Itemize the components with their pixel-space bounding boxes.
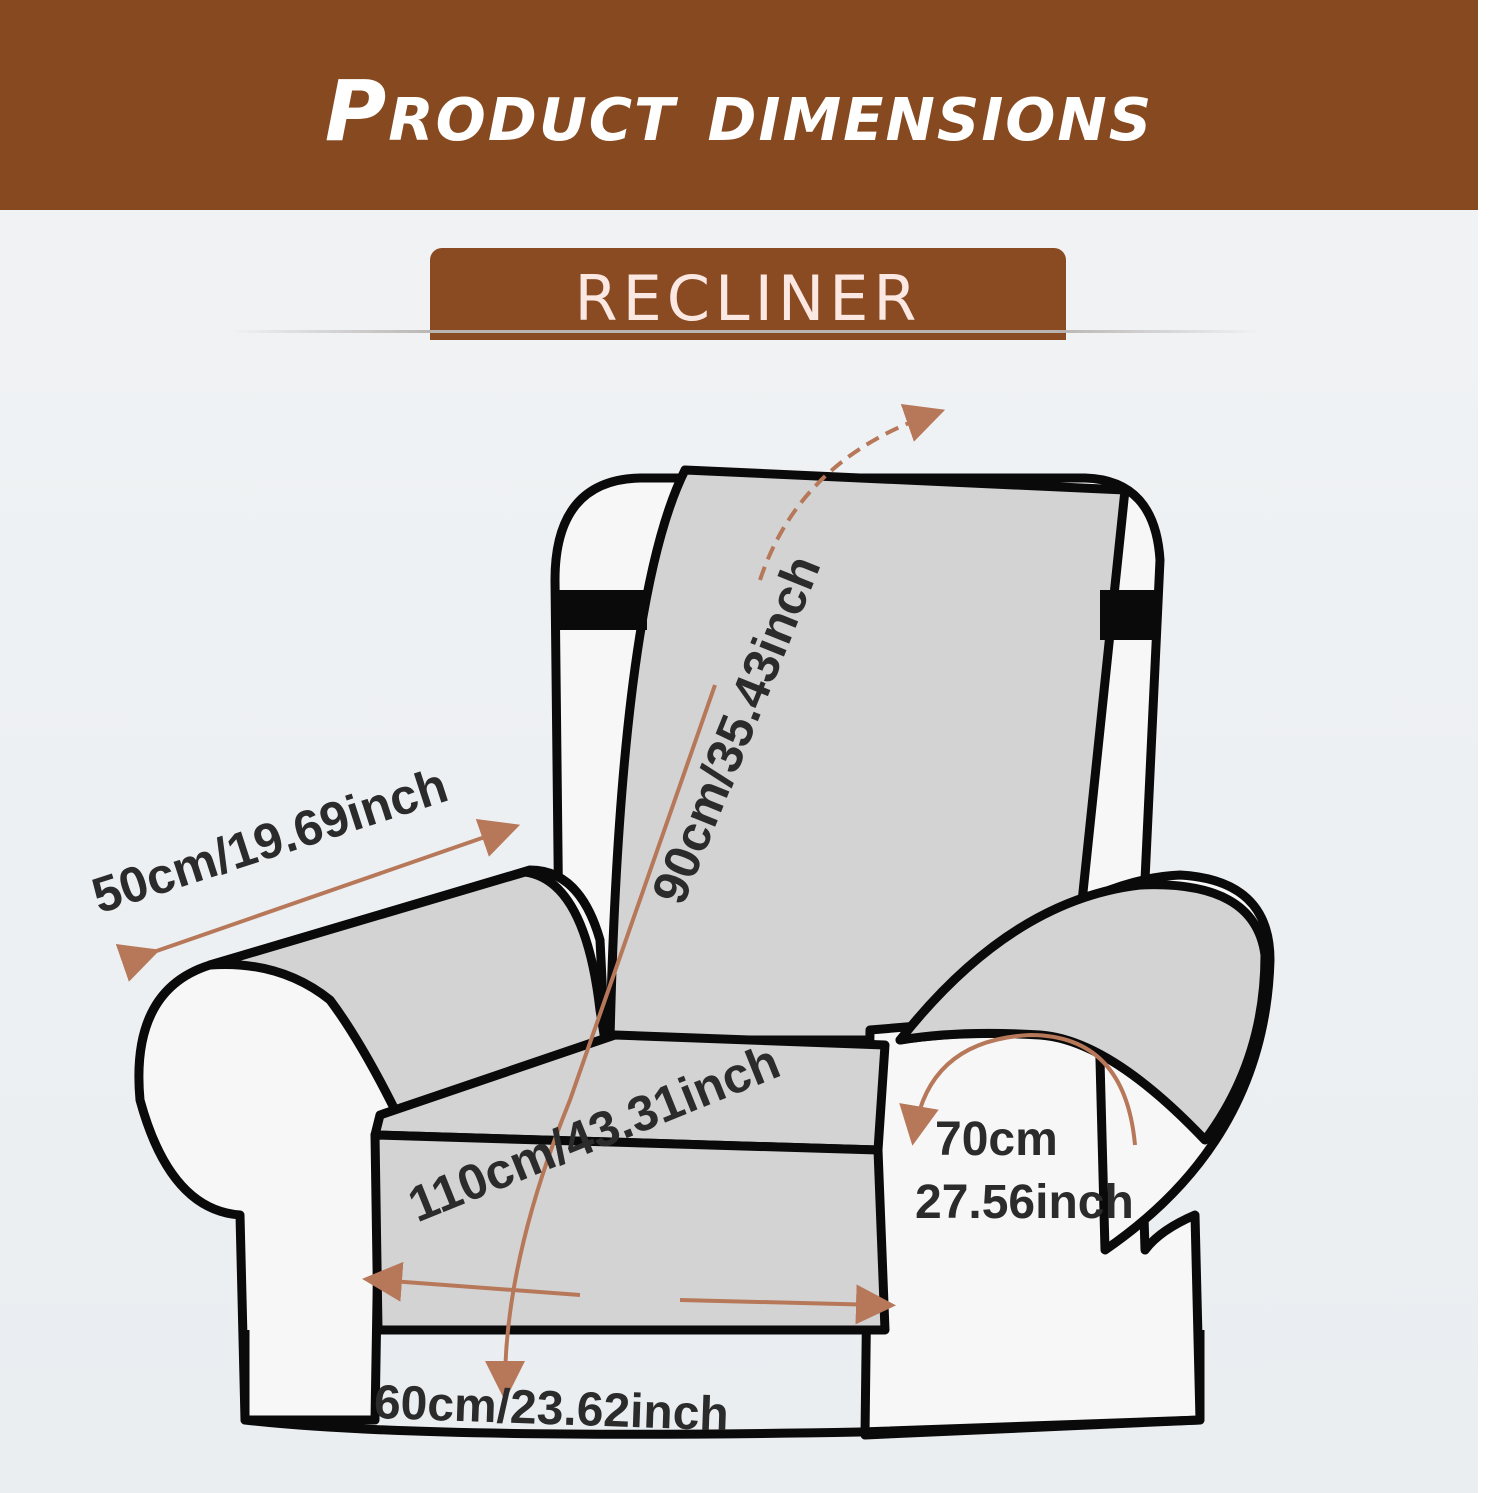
strap-left xyxy=(557,590,647,630)
arm-width-arrow xyxy=(115,818,521,982)
total-length-arrow xyxy=(485,684,717,1401)
strap-right xyxy=(1100,590,1160,630)
recliner-label-tab xyxy=(430,248,1066,340)
recliner-label-text: RECLINER xyxy=(574,262,922,335)
back-height-arrow xyxy=(758,403,946,581)
seat-width-arrow-left xyxy=(362,1261,581,1302)
label-underline xyxy=(230,330,1260,333)
header-banner xyxy=(0,0,1478,210)
right-border-strip xyxy=(1478,0,1500,1493)
arm-round-arrow xyxy=(899,1032,1137,1146)
arm-round-cm-label: 70cm xyxy=(935,1113,1058,1166)
seat-width-arrow-right xyxy=(679,1284,896,1325)
chair-base xyxy=(240,1330,1205,1439)
strap-lower xyxy=(1100,630,1160,640)
header-title: Product dimensions xyxy=(324,62,1154,160)
arm-round-inch-label: 27.56inch xyxy=(915,1176,1134,1229)
